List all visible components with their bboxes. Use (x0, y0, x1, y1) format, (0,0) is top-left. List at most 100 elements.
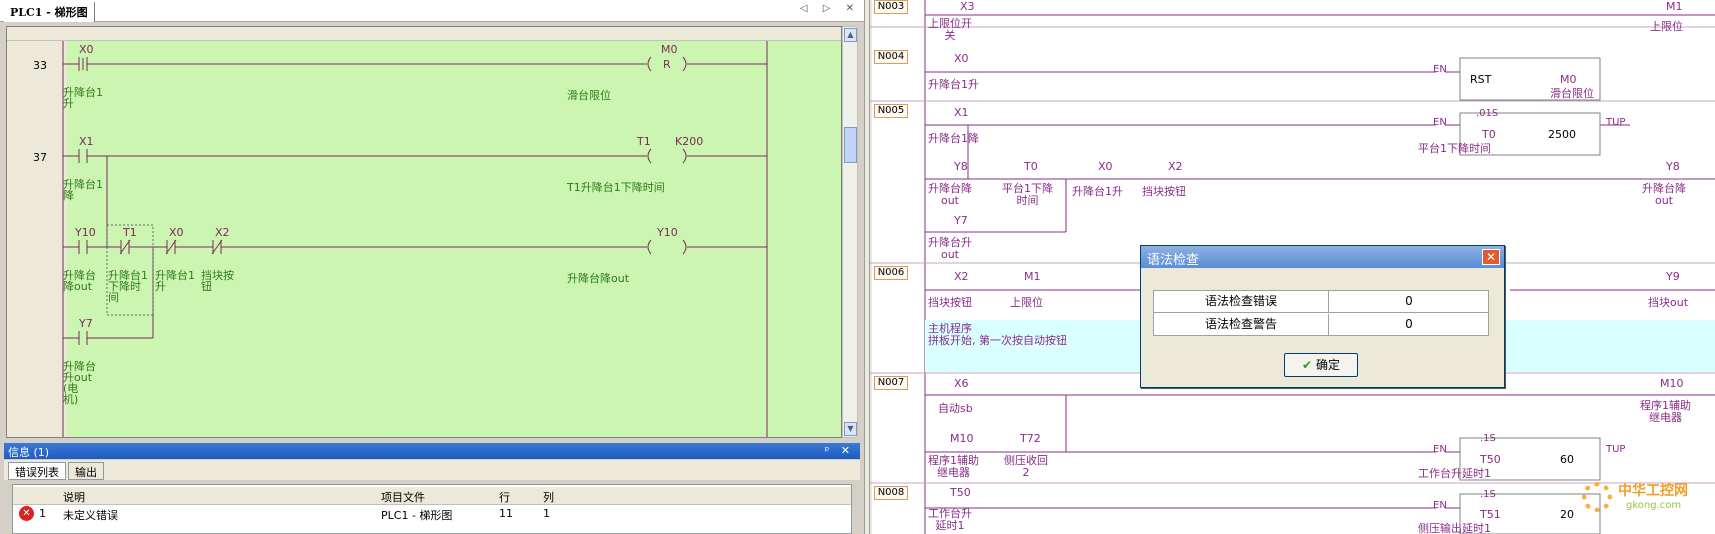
dialog-title-text: 语法检查 (1147, 253, 1200, 268)
network-label[interactable]: N006 (874, 266, 908, 280)
timer-comment: 工作台升延时1 (1418, 467, 1491, 480)
ladder-wires (62, 41, 768, 437)
document-tabbar: PLC1 - 梯形图 ◁ ▷ ✕ (0, 0, 864, 22)
watermark-url: gkong.com (1626, 500, 1682, 511)
contact-address: M10 (950, 432, 974, 445)
network-label[interactable]: N003 (874, 0, 908, 14)
row-line: 11 (499, 507, 513, 520)
contact-address: X1 (954, 106, 969, 119)
rung-number: 33 (33, 59, 47, 72)
enable-label: EN (1433, 444, 1447, 455)
timer-preset: 2500 (1548, 128, 1576, 141)
column-header[interactable]: 项目文件 (381, 491, 425, 504)
rung-number: 37 (33, 151, 47, 164)
coil-op: R (663, 58, 671, 71)
contact-address: T72 (1020, 432, 1041, 445)
coil-comment: T1升降台1下降时间 (567, 181, 665, 194)
coil-address: M1 (1666, 0, 1683, 13)
error-icon: ✕ (19, 506, 34, 521)
timer-address: T50 (1480, 453, 1501, 466)
row-label: 语法检查错误 (1154, 291, 1329, 313)
tab-output[interactable]: 输出 (68, 462, 104, 480)
contact-address: X3 (960, 0, 975, 13)
coil-address: M10 (1660, 377, 1684, 390)
info-panel-tabs: 错误列表 输出 (4, 460, 860, 480)
contact-address: T50 (950, 486, 971, 499)
tab-error-list[interactable]: 错误列表 (8, 462, 66, 480)
contact-comment: 自动sb (938, 402, 973, 415)
contact-address: Y10 (75, 226, 96, 239)
network-label[interactable]: N005 (874, 104, 908, 118)
contact-address: X6 (954, 377, 969, 390)
scroll-thumb[interactable] (844, 127, 857, 163)
ok-button[interactable]: ✔确定 (1284, 353, 1358, 377)
rung-number-gutter (7, 27, 67, 437)
ladder-stl-pane[interactable]: N003 N004 N005 N006 N007 N008 X3 上限位开关 M… (870, 0, 1715, 534)
column-ruler (7, 27, 841, 41)
contact-address: M1 (1024, 270, 1041, 283)
row-value: 0 (1405, 294, 1413, 308)
contact-comment: 挡块按钮 (1142, 185, 1186, 198)
contact-comment: 升降台1升 (928, 78, 979, 91)
network-comment[interactable]: 主机程序拼板开始, 第一次按自动按钮 (928, 322, 1067, 347)
contact-comment: 升降台升out(电机) (63, 360, 96, 406)
contact-comment: 挡块按钮 (928, 296, 972, 309)
ladder-vertical-scrollbar[interactable]: ▲ ▼ (842, 26, 858, 438)
contact-comment: 挡块按钮 (201, 269, 234, 293)
timer-param: K200 (675, 135, 704, 148)
instruction-name: RST (1470, 73, 1492, 86)
coil-address: Y10 (657, 226, 678, 239)
ladder-diagram-canvas[interactable]: 33 37 (6, 26, 842, 438)
timer-comment: 侧压输出延时1 (1418, 522, 1491, 534)
tab-nav-controls[interactable]: ◁ ▷ ✕ (799, 3, 860, 14)
column-header[interactable]: 说明 (63, 491, 85, 504)
check-icon: ✔ (1301, 358, 1313, 372)
column-header[interactable]: 行 (499, 491, 510, 504)
row-index: 1 (39, 507, 46, 520)
coil-comment: 程序1辅助继电器 (1640, 399, 1691, 424)
network-label[interactable]: N007 (874, 376, 908, 390)
contact-address: X2 (1168, 160, 1183, 173)
row-value: 0 (1405, 317, 1413, 331)
operand-comment: 滑台限位 (1550, 87, 1594, 100)
contact-address: X0 (1098, 160, 1113, 173)
coil-comment: 上限位 (1650, 20, 1683, 33)
timer-base: .1S (1480, 489, 1496, 500)
contact-comment: 上限位 (1010, 296, 1043, 309)
enable-label: EN (1433, 117, 1447, 128)
coil-address: Y8 (1666, 160, 1680, 173)
column-header[interactable]: 列 (543, 491, 554, 504)
contact-address: X0 (169, 226, 184, 239)
timer-preset: 60 (1560, 453, 1574, 466)
info-panel-controls[interactable]: ᵖ ✕ (824, 444, 854, 457)
network-label[interactable]: N004 (874, 50, 908, 64)
contact-address: T1 (123, 226, 137, 239)
table-header: 说明 项目文件 行 列 (13, 487, 851, 505)
row-file: PLC1 - 梯形图 (381, 509, 453, 522)
table-row[interactable]: ✕ 1 未定义错误 PLC1 - 梯形图 11 1 (13, 505, 851, 523)
scroll-up-icon[interactable]: ▲ (844, 28, 857, 42)
row-label: 语法检查警告 (1154, 314, 1329, 336)
coil-address: Y9 (1666, 270, 1680, 283)
tab-plc1-ladder[interactable]: PLC1 - 梯形图 (4, 2, 95, 22)
timer-address: T51 (1480, 508, 1501, 521)
ok-label: 确定 (1316, 358, 1341, 372)
contact-address: X1 (79, 135, 94, 148)
watermark-logo: 中华工控网 gkong.com (1580, 478, 1710, 518)
contact-comment: 平台1下降时间 (1002, 182, 1053, 207)
pane-splitter[interactable] (864, 0, 870, 534)
close-icon[interactable]: ✕ (1482, 249, 1500, 265)
timer-comment: 平台1下降时间 (1418, 142, 1491, 155)
operand: M0 (1560, 73, 1577, 86)
network-label[interactable]: N008 (874, 486, 908, 500)
contact-comment: 程序1辅助继电器 (928, 454, 979, 479)
syntax-check-dialog: 语法检查 ✕ 语法检查错误 0 语法检查警告 0 ✔确定 (1140, 245, 1505, 388)
scroll-down-icon[interactable]: ▼ (844, 422, 857, 436)
coil-comment: 挡块out (1648, 296, 1689, 309)
